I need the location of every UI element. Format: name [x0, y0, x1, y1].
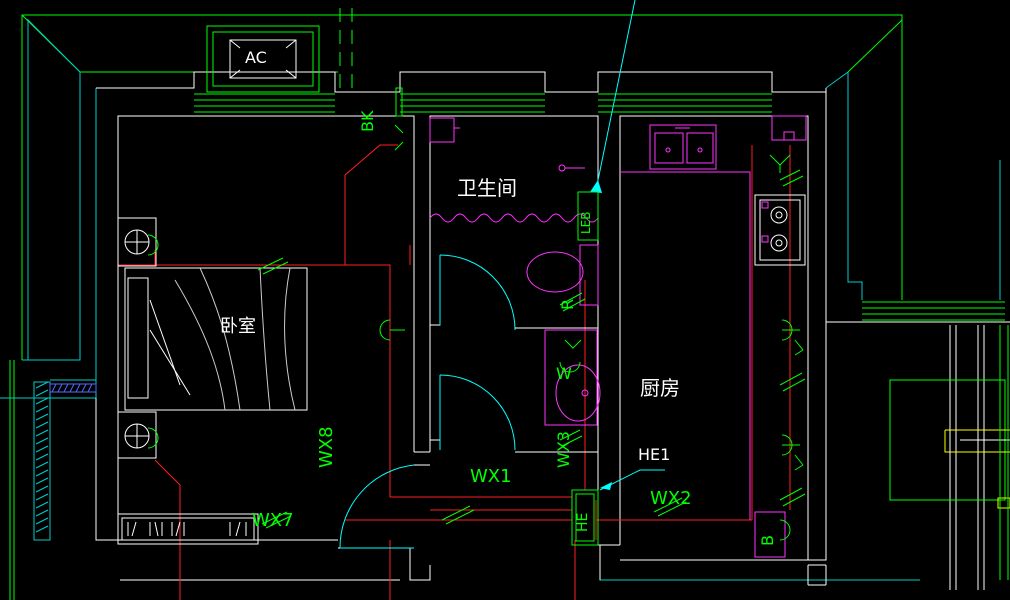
wx2-label: WX2	[650, 488, 692, 509]
r-label: R	[558, 298, 577, 310]
bathroom-room-label: 卫生间	[457, 176, 517, 200]
kitchen-room-label: 厨房	[640, 376, 680, 400]
outer-outline-cyan	[22, 18, 920, 581]
left-window	[0, 381, 97, 541]
bed	[117, 217, 308, 545]
bk-label: BK	[358, 110, 377, 132]
break-lines	[339, 8, 353, 95]
wx8-label: WX8	[316, 426, 337, 468]
fixtures	[429, 115, 807, 558]
wx7-label: WX7	[252, 510, 294, 531]
w-label: W	[556, 364, 572, 383]
he-label: HE	[575, 512, 591, 532]
b-label: B	[758, 535, 777, 546]
he1-callout-arrow	[600, 482, 612, 490]
leb-label: LEB	[579, 211, 593, 235]
wx3-label: WX3	[554, 431, 573, 468]
window-bands-top	[194, 93, 1005, 321]
ac-unit	[206, 25, 320, 93]
wardrobe-marks	[127, 521, 247, 537]
walls	[95, 71, 1010, 590]
stair-right	[889, 379, 1010, 509]
wx1-label: WX1	[470, 466, 512, 487]
he1-label: HE1	[638, 445, 671, 464]
circuit-lines	[118, 144, 791, 600]
doors	[339, 0, 665, 549]
cooktop	[754, 194, 806, 266]
bedroom-room-label: 卧室	[220, 316, 256, 337]
ac-label: AC	[245, 48, 267, 67]
right-margin-lines	[999, 160, 1009, 580]
electrical-symbols	[147, 87, 806, 546]
callout-arrow	[590, 180, 602, 193]
